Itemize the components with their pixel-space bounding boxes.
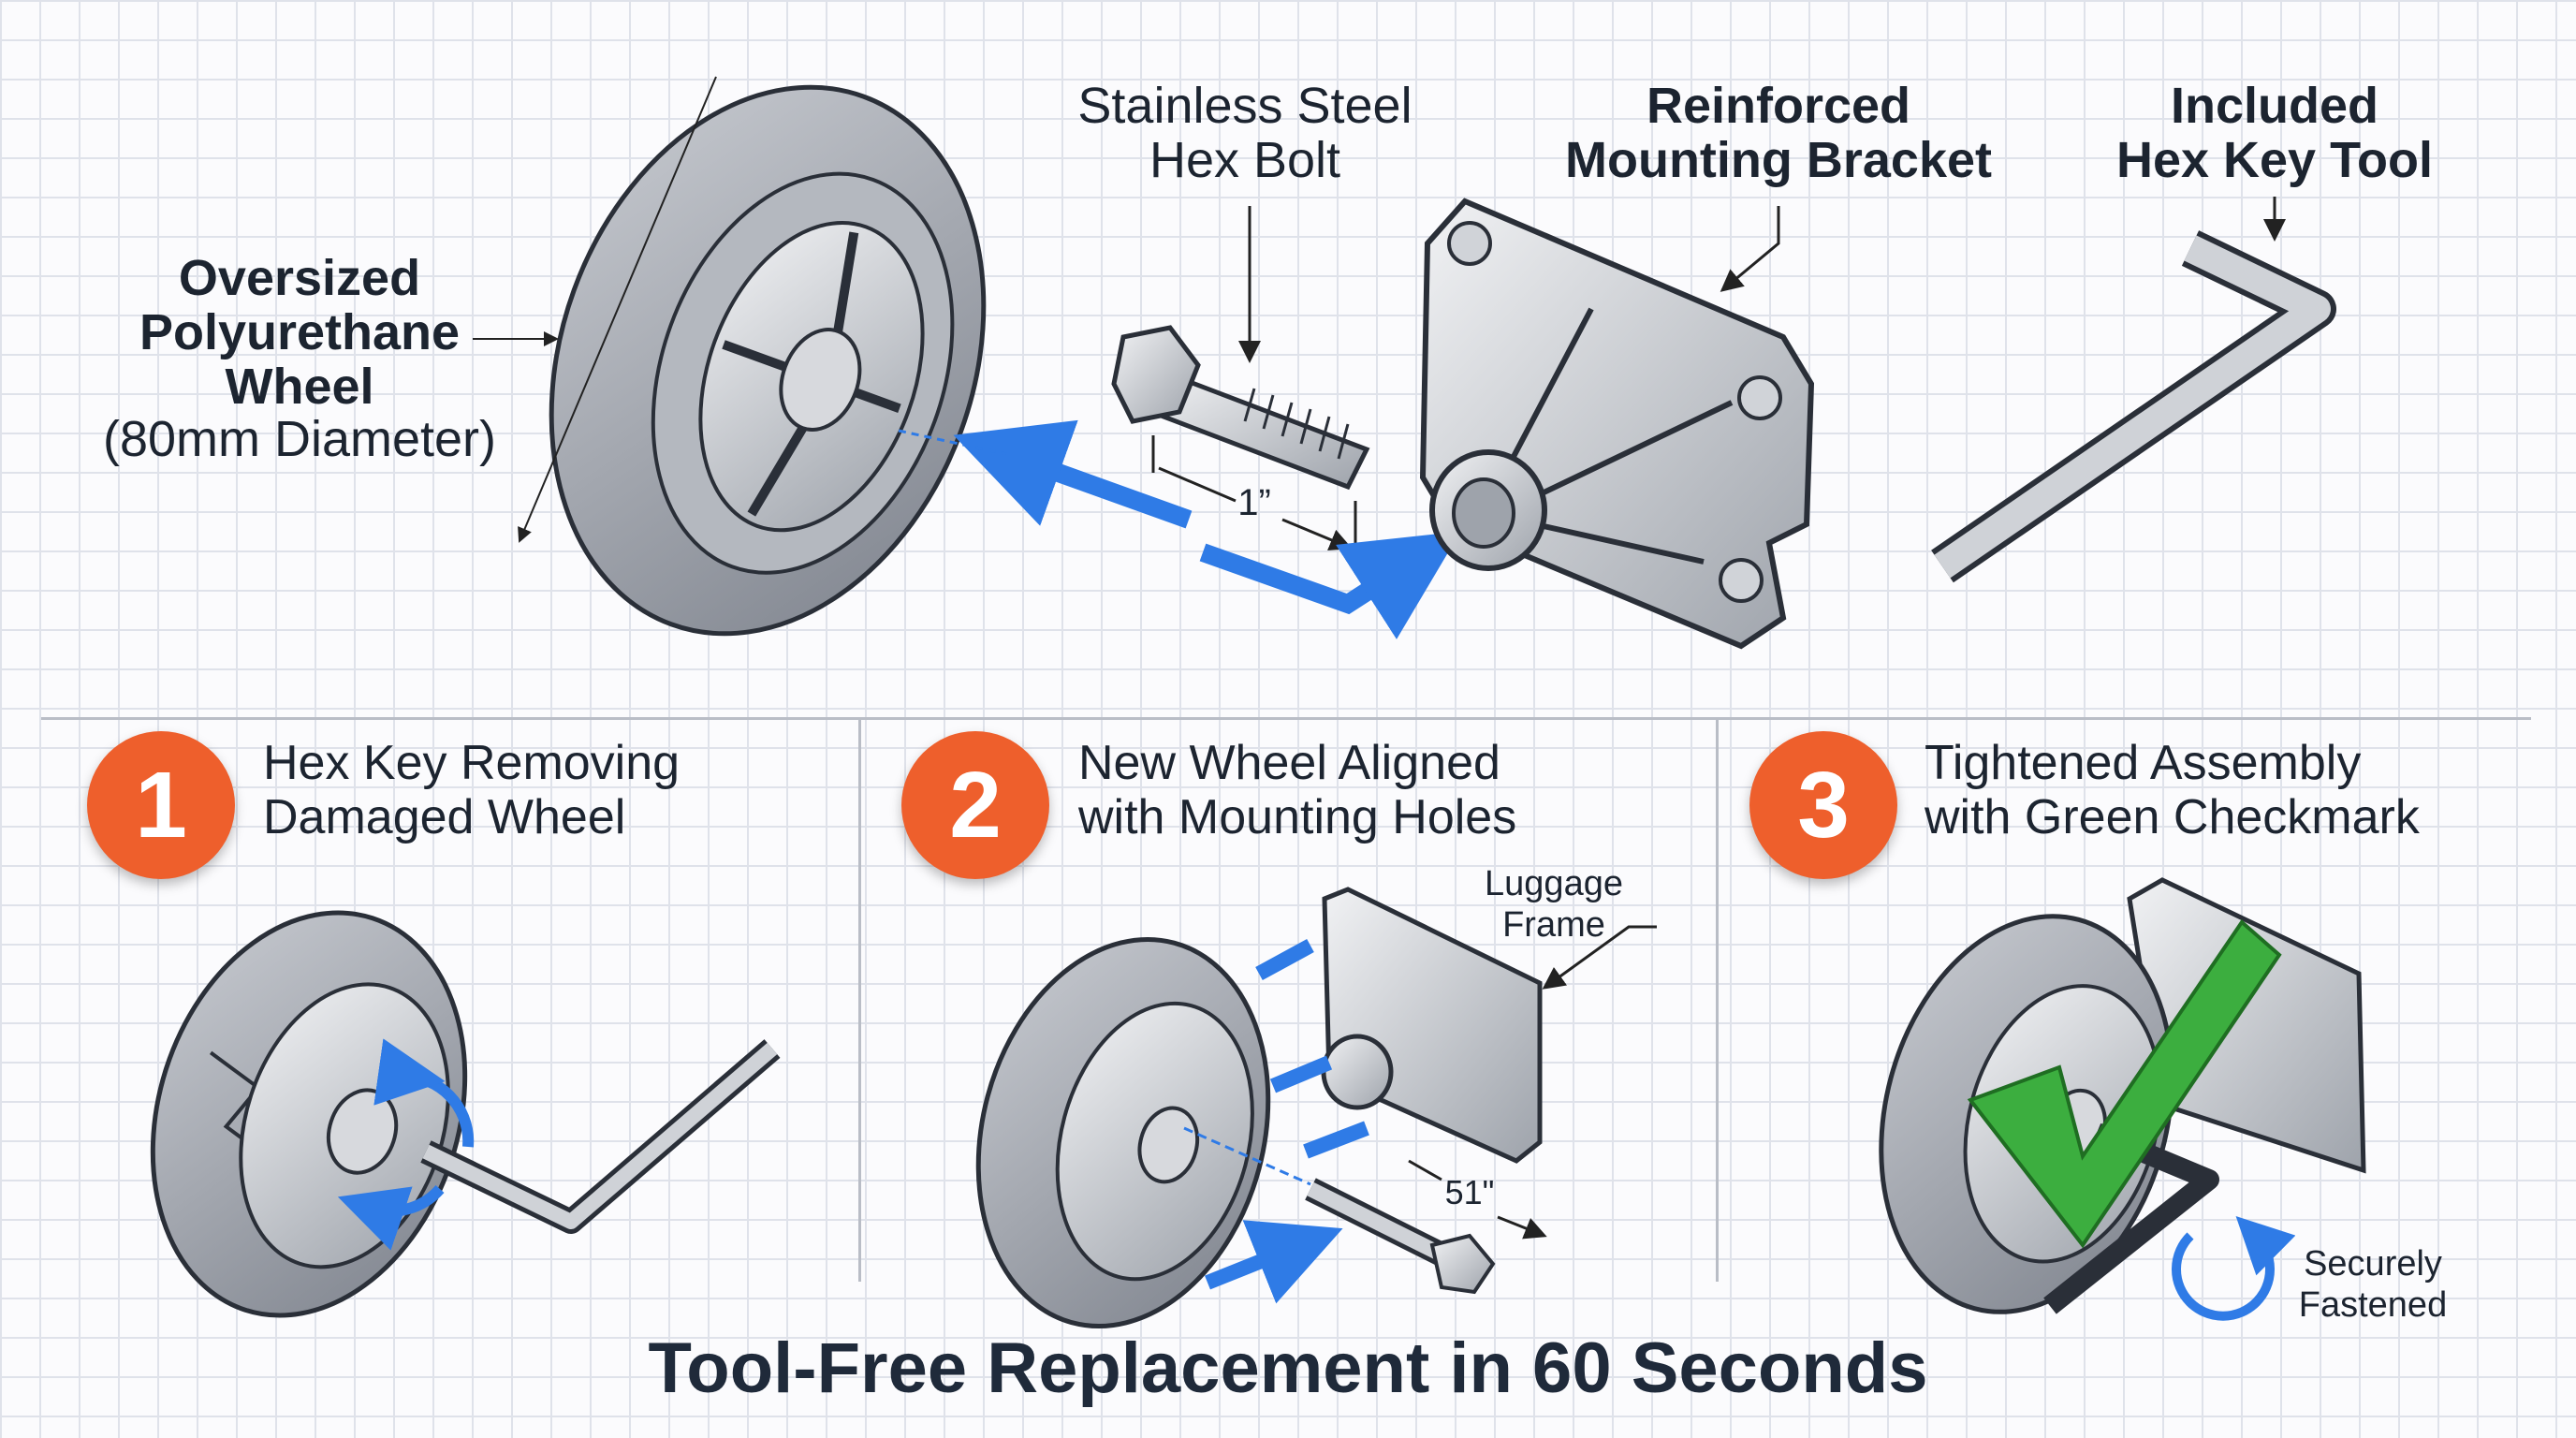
luggage-frame-line: Luggage (1485, 864, 1623, 903)
divider-vertical-2 (1716, 717, 1719, 1282)
bracket-label-line: Mounting Bracket (1564, 132, 1993, 188)
hex-key-label-line: Hex Key Tool (2115, 132, 2434, 188)
bolt-label-line: Hex Bolt (1149, 132, 1341, 188)
green-checkmark-icon (1967, 919, 2282, 1249)
securely-fastened-label: Securely Fastened (2265, 1243, 2481, 1326)
luggage-frame-line: Frame (1502, 905, 1605, 945)
step-1-badge: 1 (87, 731, 235, 879)
bracket-label: Reinforced Mounting Bracket (1498, 79, 2059, 187)
step-1-line: Hex Key Removing (263, 736, 681, 790)
bolt-label: Stainless Steel Hex Bolt (1011, 79, 1479, 187)
step-3-badge: 3 (1749, 731, 1897, 879)
step-3-line: with Green Checkmark (1925, 790, 2420, 844)
step-3-text: Tightened Assembly with Green Checkmark (1925, 736, 2420, 844)
wheel-diameter-label: (80mm Diameter) (102, 411, 497, 467)
mounting-bracket-illustration (1419, 198, 1815, 650)
step2-length-label: 51" (1444, 1173, 1495, 1211)
securely-fastened-line: Securely (2304, 1244, 2442, 1284)
step-3-line: Tightened Assembly (1925, 736, 2362, 790)
bolt-length-label: 1” (1237, 482, 1271, 523)
wheel-label-line: Oversized (178, 250, 421, 306)
wheel-illustration (549, 84, 987, 637)
luggage-frame-label: Luggage Frame (1460, 863, 1647, 946)
step-1-line: Damaged Wheel (263, 790, 626, 844)
securely-fastened-line: Fastened (2298, 1285, 2448, 1325)
hex-key-illustration (1931, 230, 2336, 583)
hex-key-label: Included Hex Key Tool (2041, 79, 2509, 187)
step-2-badge: 2 (901, 731, 1049, 879)
step1-illustration (150, 910, 468, 1318)
hex-key-label-line: Included (2170, 78, 2378, 134)
diameter-line (518, 76, 717, 543)
step-2-text: New Wheel Aligned with Mounting Holes (1078, 736, 1516, 844)
hex-bolt-illustration (1111, 325, 1370, 491)
step-1-text: Hex Key Removing Damaged Wheel (263, 736, 680, 844)
bolt-label-line: Stainless Steel (1077, 78, 1412, 134)
wheel-label-line: Polyurethane (139, 304, 461, 360)
step-2-line: New Wheel Aligned (1078, 736, 1500, 790)
step3-illustration (1879, 877, 2366, 1321)
divider-horizontal (41, 717, 2531, 720)
bracket-label-line: Reinforced (1646, 78, 1911, 134)
divider-vertical-1 (858, 717, 861, 1282)
page-title: Tool-Free Replacement in 60 Seconds (648, 1328, 1928, 1408)
wheel-label-line: Wheel (225, 359, 374, 415)
step2-illustration (975, 936, 1271, 1329)
wheel-label: Oversized Polyurethane Wheel (112, 251, 487, 414)
step-2-line: with Mounting Holes (1078, 790, 1517, 844)
